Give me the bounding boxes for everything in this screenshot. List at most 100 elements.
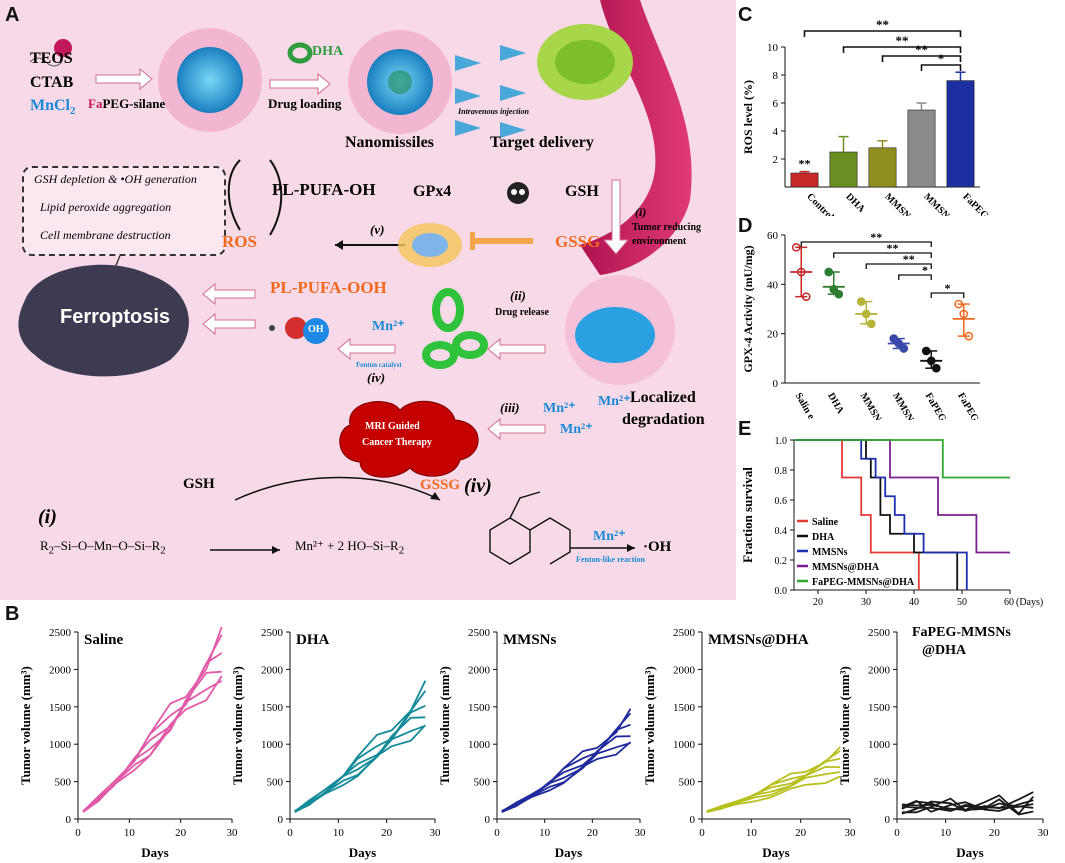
y-tick-label: 10	[767, 42, 779, 54]
data-point	[861, 309, 871, 319]
mn2-label-c: Mn²⁺	[560, 422, 593, 437]
bar	[907, 109, 936, 188]
drug-release-label: Drug release	[495, 307, 549, 318]
x-tick-label: Salin e	[793, 391, 817, 420]
x-tick-label: 20	[381, 827, 393, 839]
y-tick-label: 1500	[261, 702, 284, 714]
nanoparticle-loaded-icon	[348, 30, 452, 134]
y-tick-label: 2000	[868, 664, 891, 676]
degrading-particle-icon	[565, 275, 675, 385]
y-axis-label: ROS level (%)	[741, 80, 755, 154]
fenton-catalyst-label: Fenton catalyst	[356, 361, 402, 369]
box-line-2: Lipid peroxide aggregation	[40, 200, 172, 214]
y-tick-label: 0	[485, 814, 491, 826]
hydroxyl-radical-icon	[269, 317, 329, 344]
x-tick-label-last: 60	[1004, 597, 1014, 608]
x-axis-label: Days	[762, 845, 789, 860]
data-point	[959, 309, 969, 319]
fa-ligand-icon	[54, 39, 72, 57]
panel-a-schematic: TEOS CTAB MnCl2 FaPEG-silane DHA Drug lo…	[0, 0, 736, 600]
y-axis-label: Tumor volume (mm³)	[18, 666, 33, 785]
step-iv-label: (iv)	[367, 370, 386, 385]
siloxane-structure: R2–Si–O–Mn–O–Si–R2	[40, 538, 166, 557]
x-axis-label: Days	[141, 845, 168, 860]
growth-curve	[901, 798, 1034, 816]
y-tick-label: 2	[773, 154, 779, 166]
arrow-icon	[337, 337, 396, 361]
subplot-title: Saline	[84, 632, 124, 648]
sig-bracket	[800, 241, 932, 247]
y-tick-label: 0	[885, 814, 891, 826]
eq-iv-label: (iv)	[464, 475, 492, 497]
subplot-title: MMSNs	[503, 632, 556, 648]
arrow-icon	[269, 72, 331, 96]
data-point	[926, 356, 936, 366]
subplot-title: FaPEG-MMSNs	[912, 625, 1011, 640]
y-tick-label: 0.4	[775, 526, 788, 537]
y-tick-label: 0.2	[775, 556, 788, 567]
y-tick-label: 4	[773, 126, 779, 138]
sig-label: **	[870, 230, 882, 244]
y-tick-label: 500	[55, 777, 72, 789]
bar	[868, 147, 897, 188]
drug-loading-label: Drug loading	[268, 96, 342, 111]
data-point	[894, 339, 904, 348]
bar	[790, 172, 819, 188]
y-tick-label: 0.8	[775, 466, 788, 477]
y-axis-label: Tumor volume (mm³)	[437, 666, 452, 785]
survival-line	[794, 439, 920, 590]
step-v-label: (v)	[370, 222, 385, 237]
x-tick-label: DHA	[825, 391, 846, 416]
target-delivery-label: Target delivery	[490, 134, 594, 151]
sig-label: **	[903, 252, 915, 266]
mn2-fenton-label: Mn²⁺	[372, 319, 405, 334]
sig-bracket	[881, 55, 962, 62]
growth-curve	[294, 724, 426, 813]
nanomissiles-label: Nanomissiles	[345, 134, 434, 151]
legend-label: MMSNs	[812, 547, 848, 558]
mn2-label-b: Mn²⁺	[598, 394, 631, 409]
x-axis-label: Days	[555, 845, 582, 860]
y-tick-label: 1500	[468, 702, 491, 714]
x-axis-label: Days	[349, 845, 376, 860]
y-tick-label: 500	[679, 777, 696, 789]
x-tick-label: MMSNs	[882, 191, 915, 216]
growth-curve	[294, 680, 427, 813]
x-tick-label: 0	[699, 827, 705, 839]
subplot-title-line-2: @DHA	[922, 643, 967, 658]
x-tick-label: 30	[861, 597, 871, 608]
y-tick-label: 1000	[49, 739, 72, 751]
dha-rings-icon	[422, 288, 488, 369]
y-tick-label: 2000	[673, 664, 696, 676]
sig-label: **	[896, 33, 909, 48]
tumor-icon	[537, 24, 633, 100]
sig-bracket	[898, 274, 932, 280]
reaction-arrow-icon	[234, 476, 441, 501]
eq-gsh-label: GSH	[183, 476, 215, 492]
data-point	[791, 242, 801, 252]
data-point	[931, 363, 941, 373]
oh-radical-label: ·OH	[643, 539, 672, 555]
arrow-icon	[487, 417, 546, 441]
y-axis-label: Tumor volume (mm³)	[642, 666, 657, 785]
growth-curve	[706, 746, 841, 813]
y-axis-label: Fraction survival	[740, 467, 755, 563]
sig-label: **	[915, 42, 928, 57]
y-tick-label: 1500	[868, 702, 891, 714]
data-point	[954, 299, 964, 309]
dha-ring-icon	[287, 42, 313, 64]
bar	[946, 80, 975, 188]
x-tick-label: 0	[894, 827, 900, 839]
panel-letter-a: A	[5, 4, 20, 26]
growth-curve	[82, 634, 223, 812]
x-tick-label: 30	[845, 827, 857, 839]
growth-curve	[901, 803, 1034, 812]
x-tick-label: 0	[287, 827, 293, 839]
step-i-label: (i)	[635, 205, 647, 219]
y-tick-label: 2500	[468, 627, 491, 639]
mn2-label-a: Mn²⁺	[543, 401, 576, 416]
x-tick-label: FaPEG-MMSNs @DHA+Fer-1	[955, 391, 1031, 420]
